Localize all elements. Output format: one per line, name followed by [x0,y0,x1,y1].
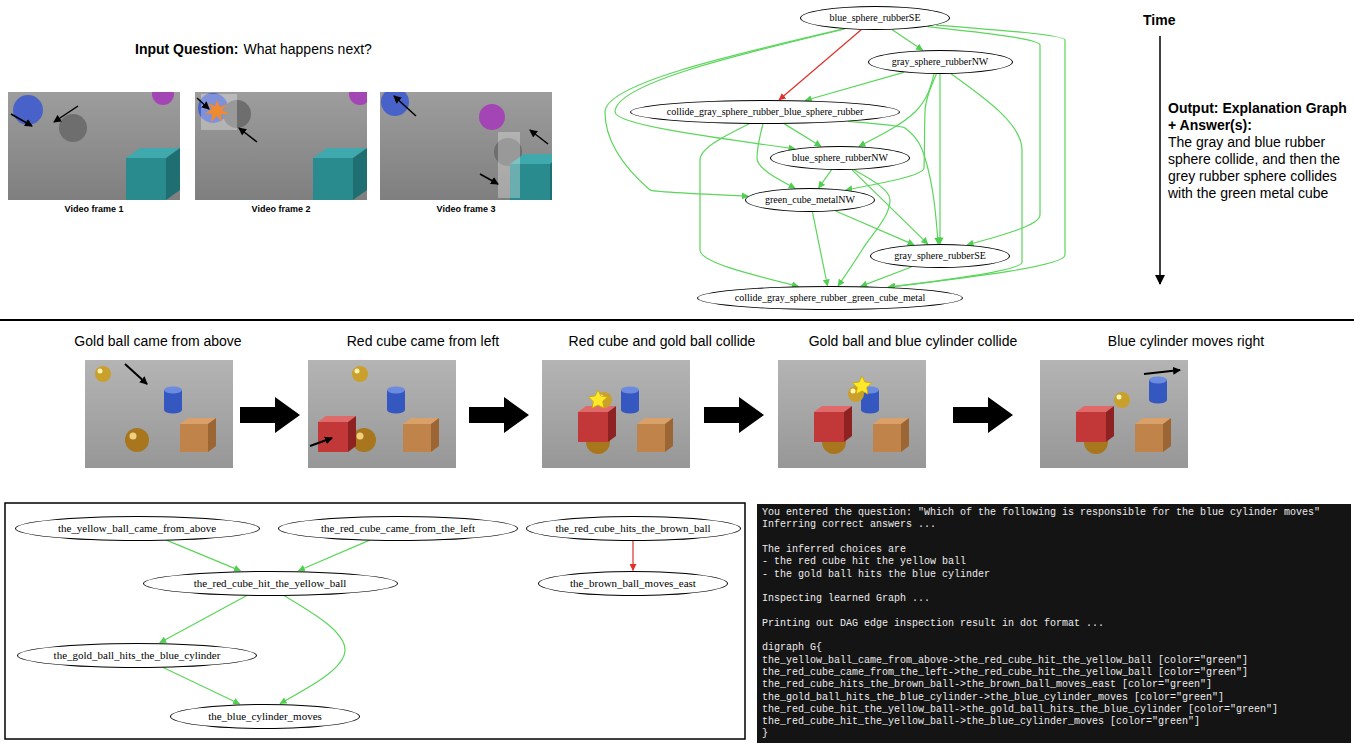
terminal-line: the_red_cube_hit_the_yellow_ball->the_go… [762,704,1278,716]
step-caption: Red cube and gold ball collide [569,333,756,349]
frame-caption: Video frame 3 [437,204,496,214]
node-label: blue_sphere_rubberSE [829,13,920,23]
frame-caption: Video frame 1 [65,204,124,214]
graph-node: the_red_cube_hits_the_brown_ball [526,516,741,541]
graph-edge [166,540,240,571]
terminal-line: the_red_cube_hits_the_brown_ball->the_br… [762,679,1212,691]
node-label: the_red_cube_hit_the_yellow_ball [194,578,347,589]
graph-edge [784,124,821,147]
graph-edge [836,211,915,245]
node-label: the_brown_ball_moves_east [570,578,696,589]
graph-edge [892,30,923,51]
graph-edge [779,30,861,100]
graph-node: the_gold_ball_hits_the_blue_cylinder [17,643,257,668]
node-label: collide_gray_sphere_rubber_green_cube_me… [735,293,925,303]
graph-edge [848,121,938,244]
graph-edge [818,170,831,188]
step-caption: Red cube came from left [347,333,500,349]
graph-node: collide_gray_sphere_rubber_blue_sphere_r… [630,100,900,124]
terminal-line: Inferring correct answers ... [762,519,936,531]
terminal-line: the_gold_ball_hits_the_blue_cylinder->th… [762,692,1224,704]
graph-edge [280,595,345,703]
terminal-line: the_red_cube_hit_the_yellow_ball->the_bl… [762,716,1200,728]
node-label: collide_gray_sphere_rubber_blue_sphere_r… [667,107,864,117]
frame-caption: Video frame 2 [252,204,311,214]
terminal-panel: You entered the question: "Which of the … [757,504,1351,743]
graph-node: the_blue_cylinder_moves [170,704,360,729]
terminal-line: Inspecting learned Graph ... [762,593,930,605]
graph-edge [852,170,928,244]
graph-edge [163,667,240,704]
terminal-line: digraph G{ [762,642,822,654]
graph-edge [632,541,633,571]
graph-edge [615,29,845,149]
graph-edge [298,540,369,571]
graph-edge [939,74,940,244]
terminal-line: Printing out DAG edge inspection result … [762,618,1104,630]
graph-node: the_red_cube_hit_the_yellow_ball [143,571,398,596]
graph-node: blue_sphere_rubberSE [800,6,950,30]
graph-node: the_yellow_ball_came_from_above [15,516,260,541]
question-text: What happens next? [243,41,371,57]
terminal-line: The inferred choices are [762,544,906,556]
graph-edge [838,170,890,286]
node-label: the_yellow_ball_came_from_above [58,523,216,534]
graph-edge [160,595,248,642]
terminal-line: - the gold ball hits the blue cylinder [762,569,990,581]
node-label: blue_sphere_rubberNW [792,153,888,163]
graph-node: gray_sphere_rubberSE [870,244,1010,268]
question-line: Input Question: What happens next? [135,41,372,57]
graph-edge [861,267,912,286]
answer-text: The gray and blue rubber sphere collide,… [1168,134,1350,202]
node-label: green_cube_metalNW [765,195,855,205]
node-label: gray_sphere_rubberSE [894,251,986,261]
terminal-line: } [762,728,768,740]
graph-node: green_cube_metalNW [745,188,875,212]
graph-edge [812,212,827,286]
terminal-line: the_red_cube_came_from_the_left->the_red… [762,667,1248,679]
graph-edge [805,72,904,100]
axis-label: Time [1143,12,1175,28]
step-caption: Blue cylinder moves right [1108,333,1264,349]
node-label: the_gold_ball_hits_the_blue_cylinder [54,650,221,661]
graph-node: the_red_cube_came_from_the_left [278,516,518,541]
node-label: the_blue_cylinder_moves [208,711,322,722]
graph-node: blue_sphere_rubberNW [770,146,910,170]
graph-node: collide_gray_sphere_rubber_green_cube_me… [697,286,963,310]
node-label: the_red_cube_came_from_the_left [321,523,475,534]
node-label: gray_sphere_rubberNW [892,57,989,67]
terminal-line: - the red cube hit the yellow ball [762,556,966,568]
question-label: Input Question: [135,41,238,57]
node-label: the_red_cube_hits_the_brown_ball [555,523,710,534]
output-block: Output: Explanation Graph + Answer(s):Th… [1168,100,1350,202]
graph-node: gray_sphere_rubberNW [868,50,1013,74]
output-heading: Output: Explanation Graph + Answer(s): [1168,100,1350,134]
terminal-line: the_yellow_ball_came_from_above->the_red… [762,655,1248,667]
step-caption: Gold ball and blue cylinder collide [809,333,1018,349]
graph-node: the_brown_ball_moves_east [538,571,728,596]
step-caption: Gold ball came from above [74,333,241,349]
terminal-line: You entered the question: "Which of the … [762,507,1320,519]
